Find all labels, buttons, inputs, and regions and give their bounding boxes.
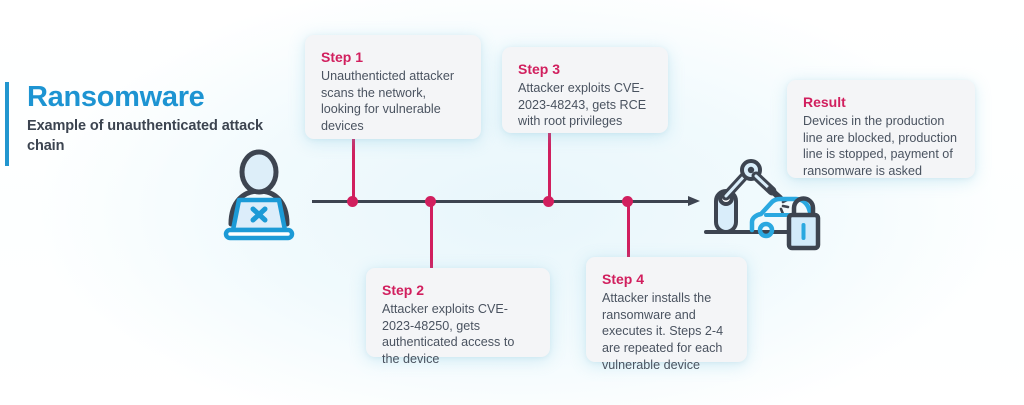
attacker-at-laptop-icon [218, 146, 300, 246]
timeline-node-3[interactable] [543, 196, 554, 207]
attack-chain-timeline [312, 196, 704, 208]
result-title: Result [803, 94, 846, 110]
step-4-body: Attacker installs the ransomware and exe… [602, 290, 724, 372]
timeline-node-4[interactable] [622, 196, 633, 207]
step-3-body: Attacker exploits CVE-2023-48243, gets R… [518, 80, 647, 129]
connector-stem-step-2 [430, 201, 433, 268]
connector-stem-step-4 [627, 201, 630, 257]
step-card-3[interactable]: Step 3 Attacker exploits CVE-2023-48243,… [502, 47, 668, 133]
page-subtitle: Example of unauthenticated attack chain [27, 118, 264, 154]
step-card-2[interactable]: Step 2 Attacker exploits CVE-2023-48250,… [366, 268, 550, 366]
step-card-4[interactable]: Step 4 Attacker installs the ransomware … [586, 257, 747, 372]
timeline-node-1[interactable] [347, 196, 358, 207]
step-card-1[interactable]: Step 1 Unauthenticted attacker scans the… [305, 35, 481, 139]
timeline-arrow-head [688, 196, 700, 206]
step-3-title: Step 3 [518, 61, 561, 77]
robotic-arm-car-padlock-icon [704, 158, 828, 256]
result-body: Devices in the production line are block… [803, 113, 958, 178]
connector-stem-step-1 [352, 139, 355, 201]
step-4-title: Step 4 [602, 271, 645, 287]
timeline-axis-line [312, 200, 690, 203]
step-1-body: Unauthenticted attacker scans the networ… [321, 68, 455, 133]
page-title: Ransomware [27, 81, 205, 113]
title-block: Ransomware Example of unauthenticated at… [5, 82, 275, 166]
result-card[interactable]: Result Devices in the production line ar… [787, 80, 975, 178]
timeline-node-2[interactable] [425, 196, 436, 207]
step-2-body: Attacker exploits CVE-2023-48250, gets a… [382, 301, 515, 366]
step-1-title: Step 1 [321, 49, 364, 65]
connector-stem-step-3 [548, 133, 551, 201]
step-2-title: Step 2 [382, 282, 425, 298]
